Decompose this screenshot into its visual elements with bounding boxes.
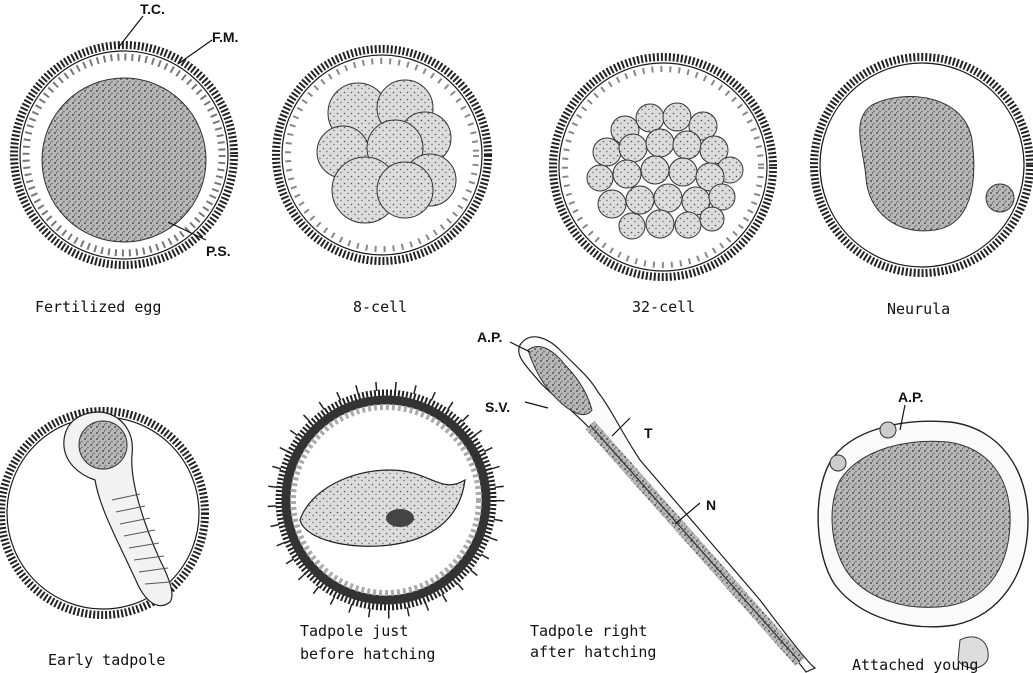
stage-32-cell [553,57,773,277]
caption-neurula: Neurula [887,300,950,318]
caption-before-hatching-line1: Tadpole just [300,622,408,640]
caption-32-cell: 32-cell [632,298,695,316]
caption-8-cell: 8-cell [353,298,407,316]
caption-after-hatching-line1: Tadpole right [530,622,647,640]
stage-neurula [814,57,1030,273]
label-ap-young: A.P. [898,389,923,405]
caption-before-hatching-line2: before hatching [300,645,435,663]
stage-early-tadpole [1,411,205,615]
label-ap-hatched: A.P. [477,329,502,345]
label-sv: S.V. [485,399,510,415]
stage-fertilized-egg [14,16,234,265]
label-fm: F.M. [212,29,238,45]
stage-tadpole-before-hatching [272,386,500,614]
stage-attached-young [818,405,1028,668]
label-t: T [644,425,653,441]
stage-8-cell [276,49,488,261]
label-n: N [706,497,716,513]
caption-attached-young: Attached young [852,656,978,673]
caption-early-tadpole: Early tadpole [48,651,165,669]
label-ps: P.S. [206,243,231,259]
caption-fertilized-egg: Fertilized egg [35,298,161,316]
caption-after-hatching-line2: after hatching [530,643,656,661]
label-tc: T.C. [140,1,165,17]
